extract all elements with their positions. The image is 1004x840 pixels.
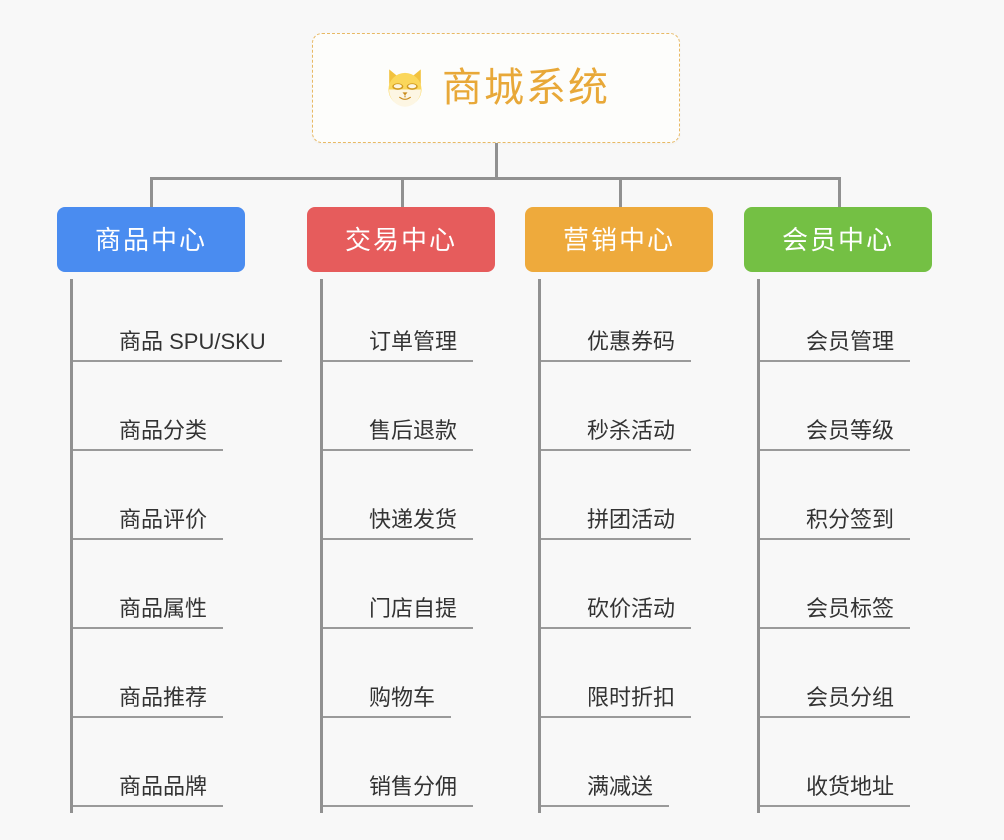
root-title: 商城系统 [442, 66, 610, 110]
branch-product-center: 商品中心 商品 SPU/SKU 商品分类 商品评价 商品属性 商品推荐 商品品牌 [57, 207, 282, 813]
branch-marketing-center: 营销中心 优惠券码 秒杀活动 拼团活动 砍价活动 限时折扣 满减送 [525, 207, 713, 813]
connector-stem [495, 143, 498, 179]
list-item-label: 优惠券码 [541, 329, 692, 362]
list-item[interactable]: 销售分佣 [323, 724, 495, 813]
list-item[interactable]: 商品 SPU/SKU [73, 279, 282, 368]
list-item[interactable]: 秒杀活动 [541, 368, 713, 457]
connector-drop-1 [150, 177, 153, 209]
list-item-label: 会员分组 [760, 685, 911, 718]
list-item-label: 商品品牌 [73, 774, 224, 807]
list-item[interactable]: 商品属性 [73, 546, 245, 635]
list-item-label: 快递发货 [323, 507, 474, 540]
root-node[interactable]: 商城系统 [312, 33, 680, 143]
list-item[interactable]: 会员等级 [760, 368, 932, 457]
list-item-label: 订单管理 [323, 329, 474, 362]
list-item[interactable]: 售后退款 [323, 368, 495, 457]
list-item[interactable]: 商品分类 [73, 368, 245, 457]
item-list-member-center: 会员管理 会员等级 积分签到 会员标签 会员分组 收货地址 [757, 279, 932, 813]
list-item[interactable]: 优惠券码 [541, 279, 713, 368]
connector-drop-3 [619, 177, 622, 209]
list-item-label: 会员标签 [760, 596, 911, 629]
list-item[interactable]: 积分签到 [760, 457, 932, 546]
list-item-label: 收货地址 [760, 774, 911, 807]
category-header-product-center[interactable]: 商品中心 [57, 207, 245, 272]
category-header-member-center[interactable]: 会员中心 [744, 207, 932, 272]
list-item[interactable]: 满减送 [541, 724, 713, 813]
list-item[interactable]: 会员管理 [760, 279, 932, 368]
list-item[interactable]: 限时折扣 [541, 635, 713, 724]
list-item-label: 砍价活动 [541, 596, 692, 629]
list-item[interactable]: 购物车 [323, 635, 495, 724]
connector-drop-4 [838, 177, 841, 209]
list-item[interactable]: 会员标签 [760, 546, 932, 635]
list-item[interactable]: 快递发货 [323, 457, 495, 546]
list-item-label: 商品分类 [73, 418, 224, 451]
list-item-label: 满减送 [541, 774, 670, 807]
item-list-marketing-center: 优惠券码 秒杀活动 拼团活动 砍价活动 限时折扣 满减送 [538, 279, 713, 813]
list-item-label: 秒杀活动 [541, 418, 692, 451]
list-item-label: 售后退款 [323, 418, 474, 451]
shiba-dog-face-icon [382, 65, 428, 111]
list-item-label: 商品属性 [73, 596, 224, 629]
connector-drop-2 [401, 177, 404, 209]
list-item[interactable]: 拼团活动 [541, 457, 713, 546]
list-item-label: 会员等级 [760, 418, 911, 451]
list-item-label: 限时折扣 [541, 685, 692, 718]
branch-member-center: 会员中心 会员管理 会员等级 积分签到 会员标签 会员分组 收货地址 [744, 207, 932, 813]
connector-bus [150, 177, 841, 180]
list-item-label: 积分签到 [760, 507, 911, 540]
list-item-label: 门店自提 [323, 596, 474, 629]
list-item-label: 购物车 [323, 685, 452, 718]
list-item[interactable]: 砍价活动 [541, 546, 713, 635]
list-item-label: 商品推荐 [73, 685, 224, 718]
item-list-trade-center: 订单管理 售后退款 快递发货 门店自提 购物车 销售分佣 [320, 279, 495, 813]
category-header-marketing-center[interactable]: 营销中心 [525, 207, 713, 272]
list-item-label: 商品评价 [73, 507, 224, 540]
item-list-product-center: 商品 SPU/SKU 商品分类 商品评价 商品属性 商品推荐 商品品牌 [70, 279, 282, 813]
list-item[interactable]: 商品评价 [73, 457, 245, 546]
list-item[interactable]: 收货地址 [760, 724, 932, 813]
list-item[interactable]: 订单管理 [323, 279, 495, 368]
list-item-label: 拼团活动 [541, 507, 692, 540]
list-item[interactable]: 商品推荐 [73, 635, 245, 724]
list-item[interactable]: 门店自提 [323, 546, 495, 635]
category-header-trade-center[interactable]: 交易中心 [307, 207, 495, 272]
list-item-label: 会员管理 [760, 329, 911, 362]
branch-trade-center: 交易中心 订单管理 售后退款 快递发货 门店自提 购物车 销售分佣 [307, 207, 495, 813]
list-item-label: 销售分佣 [323, 774, 474, 807]
list-item-label: 商品 SPU/SKU [73, 329, 282, 362]
list-item[interactable]: 商品品牌 [73, 724, 245, 813]
list-item[interactable]: 会员分组 [760, 635, 932, 724]
